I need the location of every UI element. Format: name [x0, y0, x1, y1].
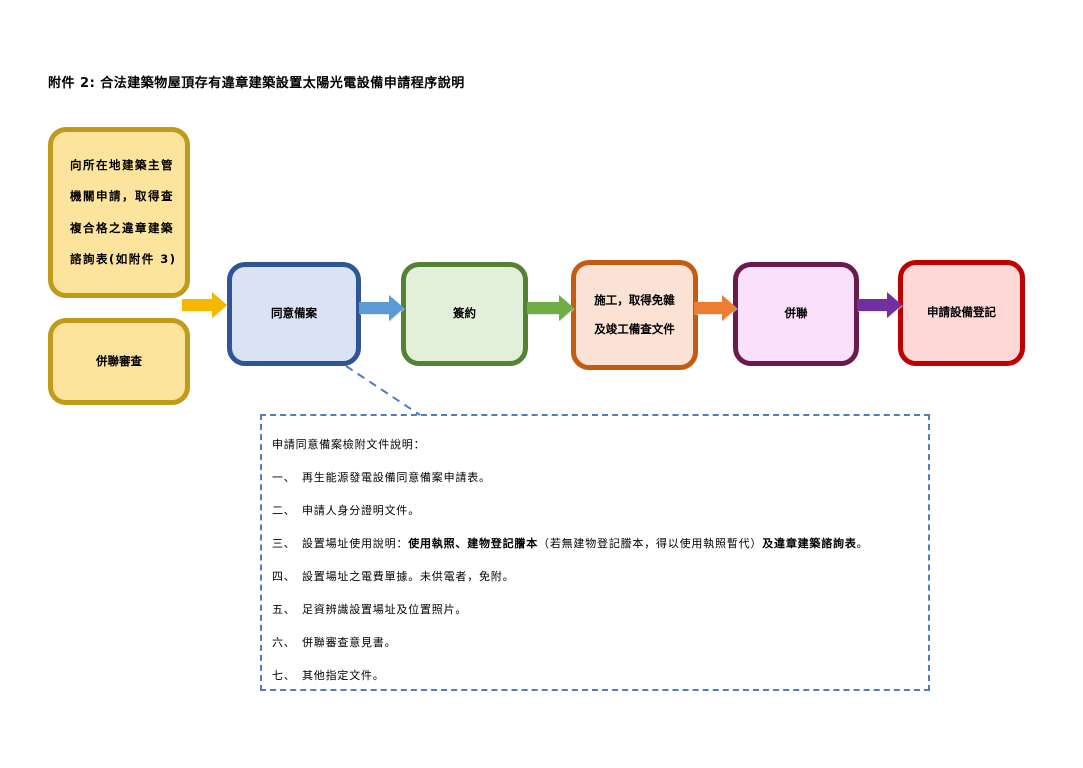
item-bold-text: 使用執照、建物登記謄本 — [408, 537, 539, 550]
document-item: 六、併聯審查意見書。 — [272, 626, 928, 659]
equipment-registration-label: 申請設備登記 — [927, 305, 996, 320]
apply-line: 複合格之違章建築 — [70, 220, 174, 235]
item-text: 。 — [856, 537, 869, 550]
item-number: 六、 — [272, 636, 296, 649]
item-bold-text: 及違章建築諮詢表 — [762, 537, 857, 550]
construction-box: 施工，取得免雜 及竣工備查文件 — [571, 260, 698, 370]
item-text: 其他指定文件。 — [302, 669, 385, 682]
apply-line: 諮詢表(如附件 3) — [70, 252, 177, 266]
item-number: 三、 — [272, 537, 296, 550]
arrow-right-icon — [857, 292, 903, 319]
consent-filing-box: 同意備案 — [227, 262, 361, 366]
document-item: 一、再生能源發電設備同意備案申請表。 — [272, 461, 928, 494]
document-item: 二、申請人身分證明文件。 — [272, 494, 928, 527]
arrow-right-icon — [182, 292, 228, 319]
document-item: 三、設置場址使用說明：使用執照、建物登記謄本（若無建物登記謄本，得以使用執照暫代… — [272, 527, 928, 560]
item-text: 再生能源發電設備同意備案申請表。 — [302, 471, 491, 484]
consent-filing-label: 同意備案 — [271, 306, 317, 321]
apply-line: 機關申請，取得查 — [70, 189, 174, 203]
item-text: 足資辨識設置場址及位置照片。 — [302, 603, 468, 616]
document-item: 四、設置場址之電費單據。未供電者，免附。 — [272, 560, 928, 593]
item-text: 設置場址使用說明： — [302, 537, 409, 550]
equipment-registration-box: 申請設備登記 — [898, 260, 1025, 366]
item-text: 設置場址之電費單據。未供電者，免附。 — [302, 570, 515, 583]
apply-consultation-box: 向所在地建築主管 機關申請，取得查 複合格之違章建築 諮詢表(如附件 3) — [48, 127, 190, 298]
dashed-connector-line — [345, 365, 421, 416]
item-text: （若無建物登記謄本，得以使用執照暫代） — [538, 537, 763, 550]
item-number: 四、 — [272, 570, 296, 583]
grid-review-label: 併聯審查 — [96, 353, 142, 368]
contract-label: 簽約 — [453, 306, 476, 321]
construction-line: 施工，取得免雜 — [594, 292, 675, 307]
item-text: 申請人身分證明文件。 — [302, 504, 420, 517]
construction-line: 及竣工備查文件 — [594, 322, 675, 336]
grid-review-box: 併聯審查 — [48, 318, 190, 405]
arrow-right-icon — [694, 295, 738, 322]
document-item: 七、其他指定文件。 — [272, 659, 928, 692]
arrow-right-icon — [359, 295, 405, 322]
documents-heading: 申請同意備案檢附文件說明： — [272, 438, 426, 451]
item-text: 併聯審查意見書。 — [302, 636, 397, 649]
page-title: 附件 2: 合法建築物屋頂存有違章建築設置太陽光電設備申請程序說明 — [48, 76, 465, 91]
required-documents-box: 申請同意備案檢附文件說明： 一、再生能源發電設備同意備案申請表。 二、申請人身分… — [260, 414, 930, 691]
arrow-right-icon — [527, 295, 575, 322]
item-number: 一、 — [272, 471, 296, 484]
item-number: 二、 — [272, 504, 296, 517]
document-item: 五、足資辨識設置場址及位置照片。 — [272, 593, 928, 626]
apply-line: 向所在地建築主管 — [70, 157, 174, 172]
contract-box: 簽約 — [401, 262, 528, 366]
grid-connection-box: 併聯 — [733, 262, 859, 366]
item-number: 七、 — [272, 669, 296, 682]
item-number: 五、 — [272, 603, 296, 616]
grid-connection-label: 併聯 — [784, 306, 808, 321]
